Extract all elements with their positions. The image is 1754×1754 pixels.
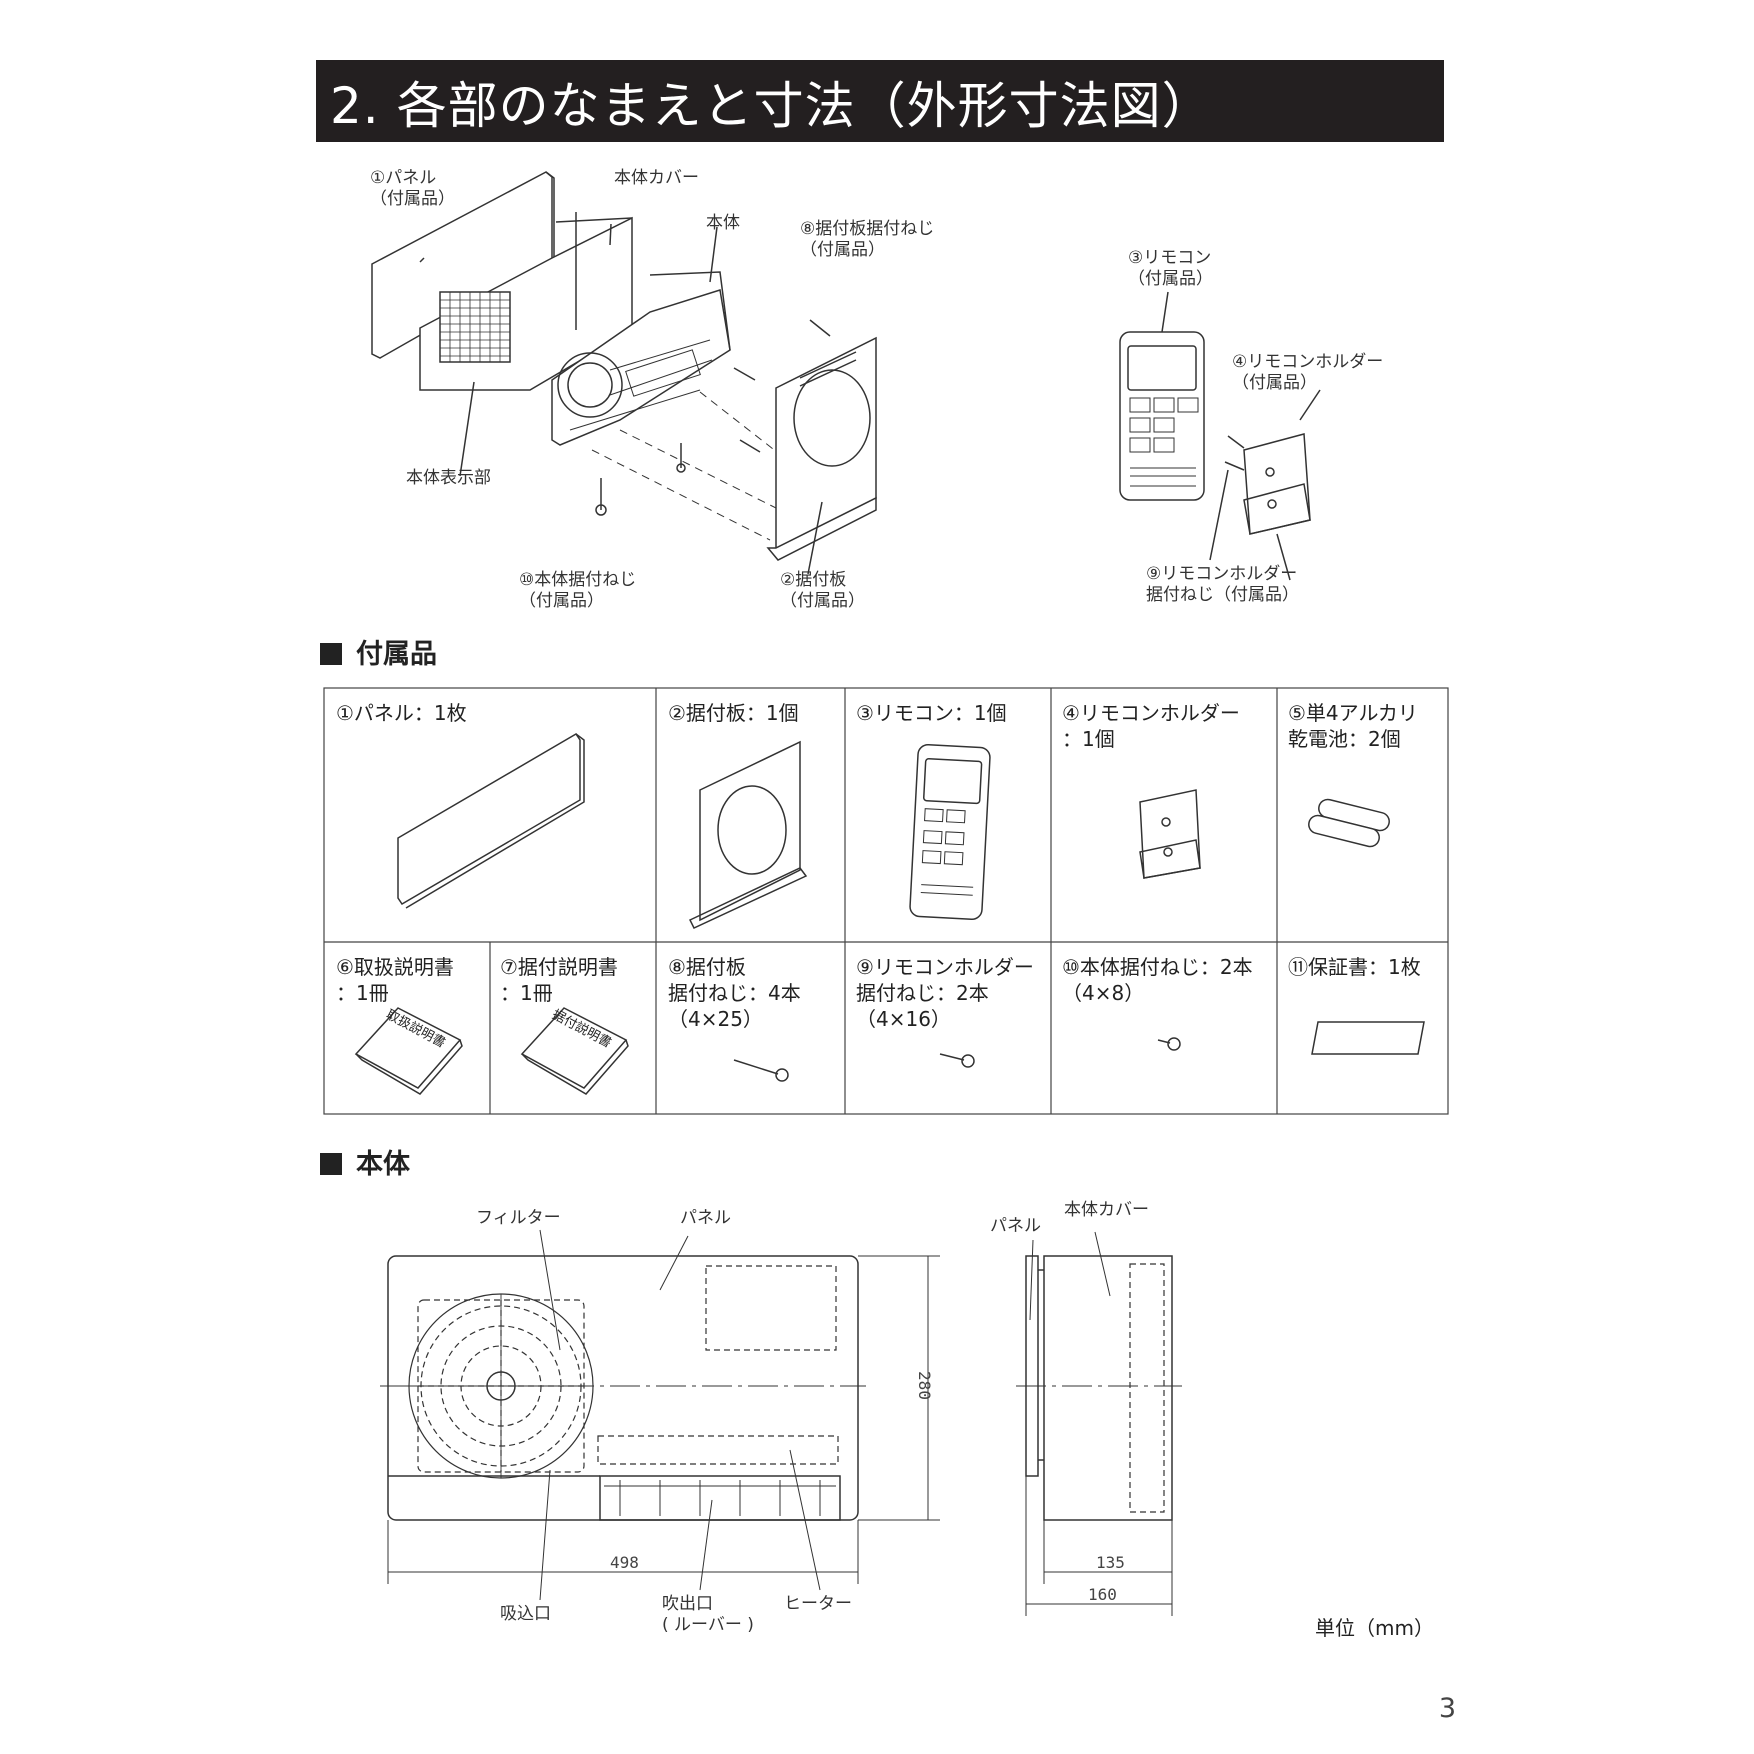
- label-remote: ③リモコン （付属品）: [1128, 248, 1213, 289]
- label-panel: ①パネル （付属品）: [370, 168, 455, 209]
- label-outlet: 吹出口 ( ルーバー ): [662, 1594, 754, 1635]
- accessory-3: ③リモコン：1個: [856, 701, 1007, 725]
- label-holder: ④リモコンホルダー （付属品）: [1232, 352, 1384, 393]
- label-screw-9: ⑨リモコンホルダー 据付ねじ（付属品）: [1146, 564, 1299, 605]
- title-banner: [316, 60, 1444, 142]
- page-title: 2. 各部のなまえと寸法（外形寸法図）: [330, 77, 1213, 135]
- accessories-heading: 付属品: [320, 632, 437, 671]
- dimension-depth-160: 160: [1088, 1585, 1117, 1604]
- dimension-depth-135: 135: [1096, 1553, 1125, 1572]
- label-display: 本体表示部: [406, 468, 491, 488]
- dimension-height: 280: [914, 1371, 934, 1400]
- accessory-7: ⑦据付説明書 ：1冊: [500, 955, 618, 1005]
- accessory-11: ⑪保証書：1枚: [1288, 955, 1421, 979]
- accessory-9: ⑨リモコンホルダー 据付ねじ：2本 （4×16）: [856, 955, 1034, 1031]
- accessory-1: ①パネル：1枚: [336, 701, 467, 725]
- accessory-5: ⑤単4アルカリ 乾電池：2個: [1288, 701, 1418, 751]
- label-body: 本体: [706, 213, 740, 233]
- accessory-4: ④リモコンホルダー ：1個: [1062, 701, 1240, 751]
- page-number: 3: [1438, 1693, 1456, 1724]
- unit-note: 単位（mm）: [1315, 1616, 1434, 1640]
- label-plate: ②据付板 （付属品）: [780, 570, 865, 611]
- square-bullet-icon: [320, 643, 342, 665]
- label-heater: ヒーター: [784, 1594, 852, 1614]
- accessory-10: ⑩本体据付ねじ：2本 （4×8）: [1062, 955, 1253, 1005]
- label-body-cover: 本体カバー: [614, 168, 699, 188]
- accessory-illustrations: [354, 732, 1425, 1095]
- label-cover-side: 本体カバー: [1064, 1200, 1149, 1220]
- accessory-6: ⑥取扱説明書 ：1冊: [336, 955, 454, 1005]
- accessory-2: ②据付板：1個: [668, 701, 799, 725]
- label-filter: フィルター: [476, 1208, 561, 1228]
- body-heading: 本体: [320, 1142, 410, 1181]
- dimension-width: 498: [610, 1553, 639, 1572]
- accessory-8: ⑧据付板 据付ねじ：4本 （4×25）: [668, 955, 801, 1031]
- label-inlet: 吸込口: [500, 1604, 551, 1624]
- label-screw-10: ⑩本体据付ねじ （付属品）: [519, 570, 637, 611]
- label-panel-front: パネル: [680, 1208, 731, 1228]
- square-bullet-icon: [320, 1153, 342, 1175]
- label-panel-side: パネル: [990, 1216, 1041, 1236]
- label-screw-8: ⑧据付板据付ねじ （付属品）: [800, 219, 935, 260]
